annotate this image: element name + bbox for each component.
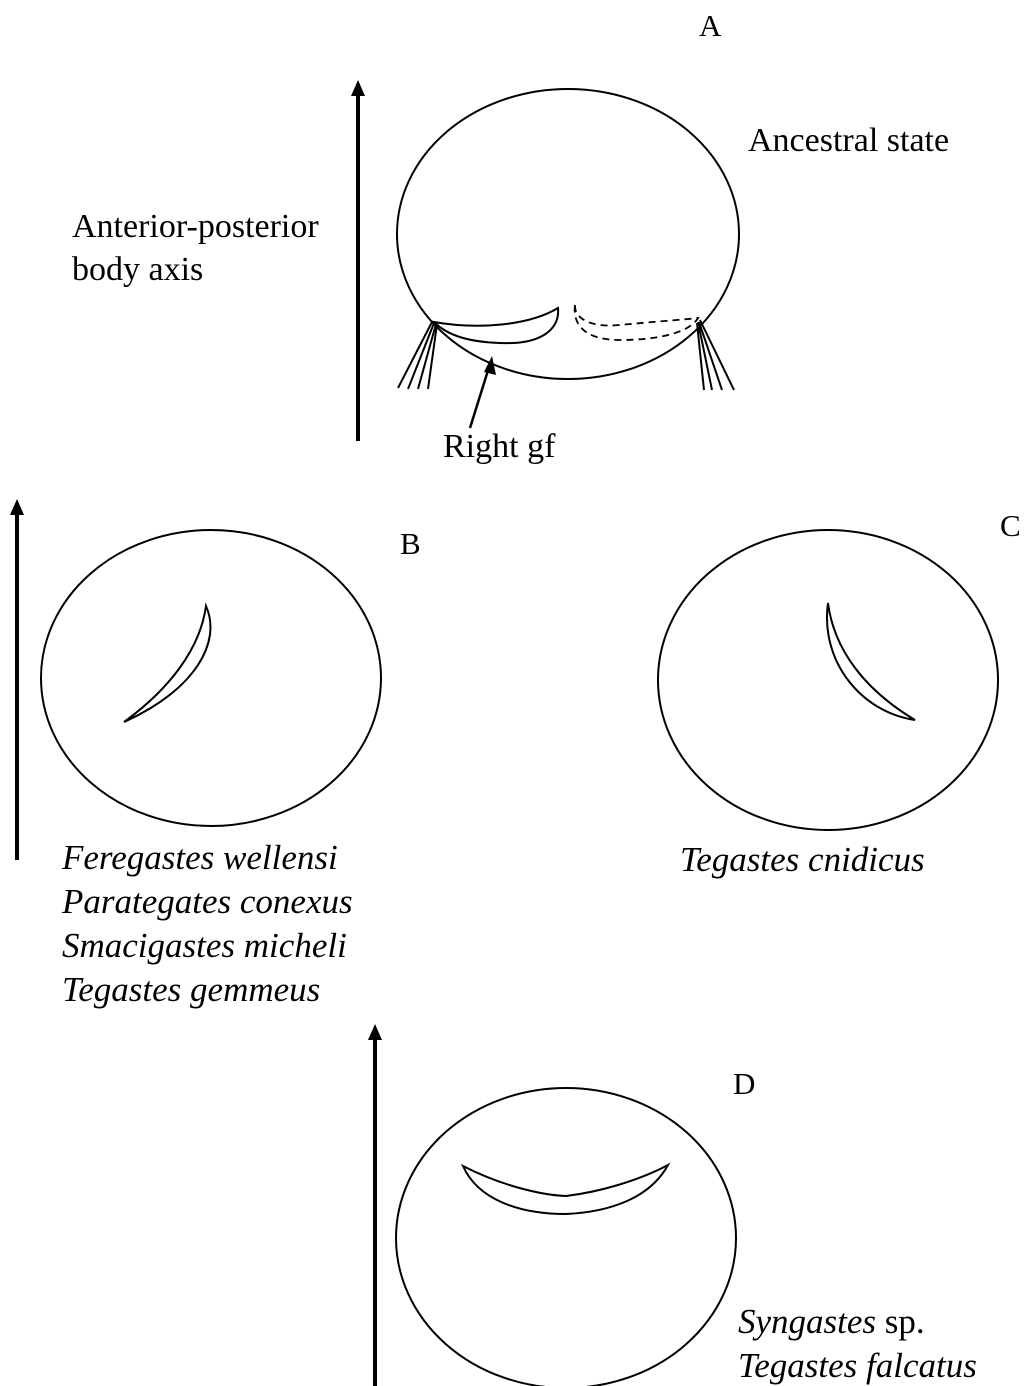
panel-a-letter: A	[699, 10, 721, 41]
panel-b-species-2: Parategates conexus	[62, 880, 353, 924]
panel-d-species-1-suffix: sp.	[876, 1302, 925, 1341]
panel-c-genital-field	[827, 603, 915, 720]
panel-b-body-outline	[41, 530, 381, 826]
panel-d-arrowhead	[368, 1024, 382, 1040]
panel-a-left-genital-field-dashed	[575, 305, 698, 340]
panel-a-right-genital-field	[434, 308, 558, 343]
panel-a-pointer-label: Right gf	[443, 430, 555, 464]
panel-d-letter: D	[733, 1068, 755, 1099]
panel-a-axis-label-line2: body axis	[72, 253, 203, 287]
panel-c-species-1: Tegastes cnidicus	[680, 842, 925, 877]
panel-d-diagram	[368, 1024, 736, 1386]
panel-b-diagram	[10, 499, 381, 860]
panel-a-axis-label-line1: Anterior-posterior	[72, 210, 319, 244]
panel-a-pointer-line	[470, 364, 490, 428]
panel-a-left-setae	[398, 322, 437, 389]
panel-b-species-1: Feregastes wellensi	[62, 836, 353, 880]
panel-b-species-3: Smacigastes micheli	[62, 924, 353, 968]
panel-a-body-outline	[397, 89, 739, 379]
panel-d-species-1-genus: Syngastes	[738, 1302, 876, 1341]
panel-c-body-outline	[658, 530, 998, 830]
panel-b-letter: B	[400, 528, 421, 559]
panel-a-diagram	[351, 80, 739, 441]
panel-b-species-4: Tegastes gemmeus	[62, 968, 353, 1012]
panel-c-letter: C	[1000, 510, 1021, 541]
panel-a-caption: Ancestral state	[748, 124, 949, 158]
panel-d-genital-field	[463, 1165, 668, 1214]
panel-b-species-list: Feregastes wellensi Parategates conexus …	[62, 836, 353, 1012]
panel-b-arrowhead	[10, 499, 24, 515]
panel-d-body-outline	[396, 1088, 736, 1386]
panel-a-right-setae	[697, 320, 734, 390]
panel-d-species-1: Syngastes sp.	[738, 1304, 925, 1339]
panel-b-genital-field	[124, 606, 210, 722]
panel-c-diagram	[658, 530, 998, 830]
panel-a-arrowhead	[351, 80, 365, 96]
panel-d-species-2: Tegastes falcatus	[738, 1348, 977, 1383]
